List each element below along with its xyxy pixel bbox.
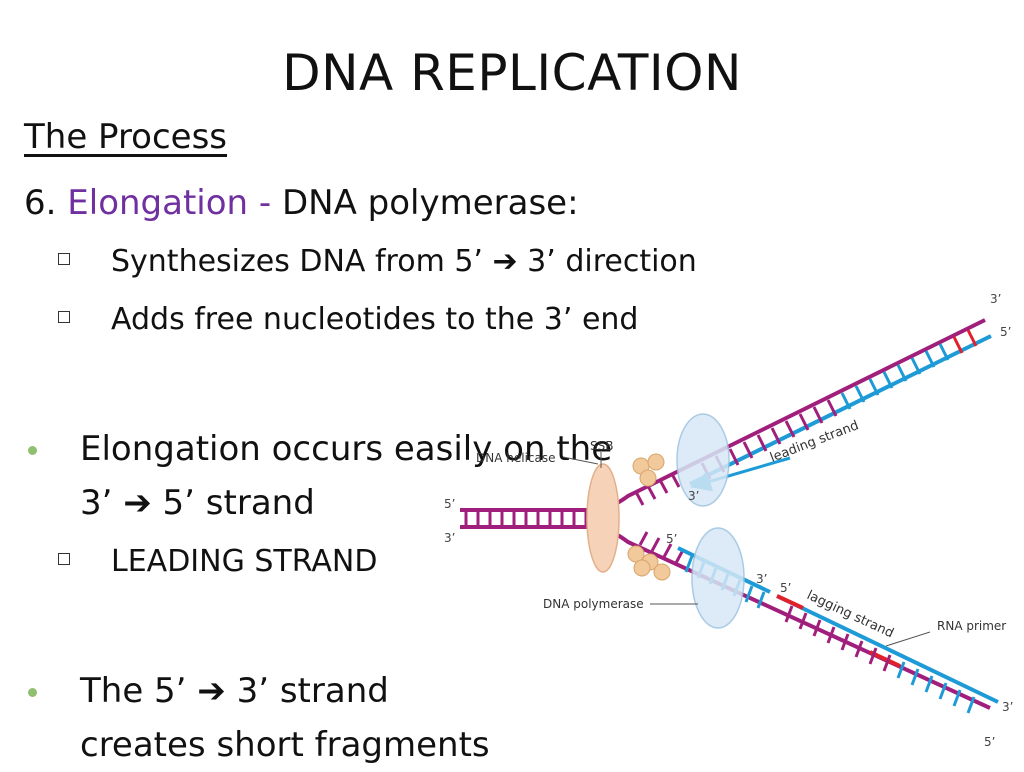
- end-label-top-5: 5’: [1000, 325, 1011, 339]
- leading-polymerase-shape: [676, 413, 730, 507]
- bullet-dot-icon: [28, 446, 37, 455]
- end-label-okazaki-5: 5’: [780, 581, 791, 595]
- step-item: Adds free nucleotides to the 3’ end: [58, 302, 638, 337]
- end-label-left-5: 5’: [444, 497, 455, 511]
- polymerase-label: DNA polymerase: [543, 597, 644, 611]
- end-label-left-3: 3’: [444, 531, 455, 545]
- bullet-leading: Elongation occurs easily on the 3’ ➔ 5’ …: [24, 422, 612, 530]
- step-item: Synthesizes DNA from 5’ ➔ 3’ direction: [58, 244, 697, 279]
- leading-template-strand: [597, 318, 986, 512]
- bullet-line: Elongation occurs easily on the: [80, 429, 613, 469]
- parent-duplex: [460, 508, 598, 529]
- leading-strand-label: leading strand: [768, 418, 861, 466]
- step-number: 6.: [24, 183, 57, 223]
- end-label-bottom-3: 3’: [1002, 700, 1013, 714]
- bullet-dot-icon: [28, 688, 37, 697]
- bullet-line: The 5’ ➔ 3’ strand: [80, 671, 389, 711]
- section-subtitle: The Process: [24, 117, 228, 157]
- step-item-text: Synthesizes DNA from 5’ ➔ 3’ direction: [111, 244, 697, 279]
- square-bullet-icon: [58, 310, 70, 323]
- rna-primer-label: RNA primer: [937, 619, 1006, 633]
- helicase-shape: [586, 463, 620, 573]
- square-bullet-icon: [58, 552, 70, 565]
- leading-strand-text: LEADING STRAND: [111, 544, 378, 579]
- helicase-label: DNA helicase: [476, 451, 555, 465]
- end-label-lagging-5: 5’: [666, 532, 677, 546]
- bullet-lagging: The 5’ ➔ 3’ strand creates short fragmen…: [24, 664, 490, 772]
- step-description: DNA polymerase:: [281, 183, 579, 223]
- replication-fork-diagram: SSB DNA helicase leading strand lagging …: [444, 292, 1013, 749]
- step-item-text: Adds free nucleotides to the 3’ end: [111, 302, 639, 337]
- ssb-label: SSB: [590, 439, 613, 453]
- ssb-proteins: [627, 453, 671, 581]
- lagging-polymerase-shape: [691, 527, 745, 629]
- step-heading: 6. Elongation - DNA polymerase:: [24, 183, 579, 223]
- slide-title: DNA REPLICATION: [282, 44, 742, 102]
- square-bullet-icon: [58, 252, 70, 265]
- end-label-leading-3: 3’: [688, 489, 699, 503]
- end-label-okazaki-3: 3’: [756, 572, 767, 586]
- end-label-top-3: 3’: [990, 292, 1001, 306]
- leading-strand-item: LEADING STRAND: [58, 544, 377, 579]
- bullet-line: creates short fragments: [80, 725, 490, 765]
- step-name: Elongation -: [67, 183, 272, 223]
- leading-new-strand: [689, 329, 992, 492]
- end-label-bottom-5: 5’: [984, 735, 995, 749]
- bullet-line: 3’ ➔ 5’ strand: [80, 483, 315, 523]
